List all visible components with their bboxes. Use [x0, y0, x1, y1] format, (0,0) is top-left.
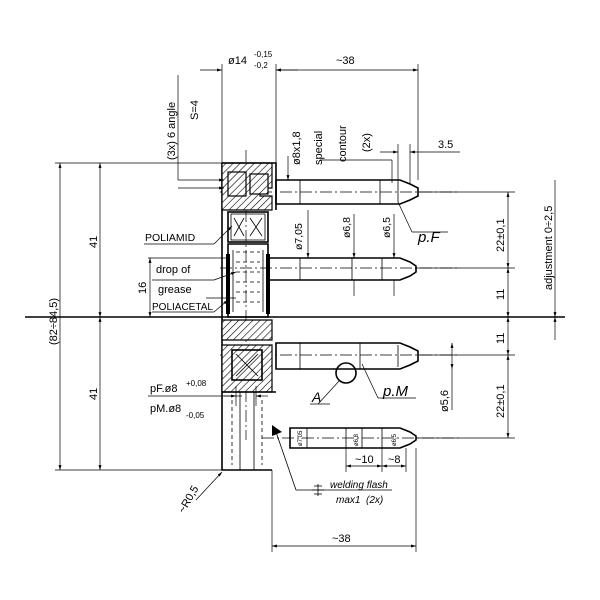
- hinge-body: [221, 162, 277, 471]
- total-height-label: (82÷84,5): [48, 298, 60, 345]
- s4-label: S=4: [189, 100, 201, 120]
- d11-top-label: 11: [495, 289, 507, 300]
- len38-top-label: ~38: [336, 55, 355, 67]
- drawing-labels: ø14 -0,15 -0,2 ~38 (3x) 6 angle S=4 ø8x1…: [48, 50, 555, 545]
- r05-label: ~R0,5: [176, 484, 201, 516]
- special-label: special: [313, 131, 325, 165]
- len10-label: ~10: [355, 454, 374, 466]
- pin-bottom: [289, 427, 417, 449]
- poliacetal-label: POLIACETAL: [152, 302, 213, 313]
- small-705-label: ø7,05: [298, 430, 304, 446]
- max1-count-label: (2x): [366, 495, 383, 506]
- contour-count-label: (2x): [361, 133, 373, 152]
- dia705-label: ø7,05: [293, 223, 305, 250]
- pM-label: p.M: [382, 383, 409, 400]
- dia8x18-label: ø8x1,8: [291, 131, 303, 165]
- pF-label: p.F: [417, 229, 441, 246]
- dia56-label: ø5,6: [439, 390, 451, 412]
- d11-bottom-label: 11: [495, 333, 507, 344]
- dia14-label: ø14: [228, 55, 247, 67]
- dimension-lines: [55, 64, 557, 552]
- dia65-label: ø6,5: [381, 217, 393, 238]
- len38-bottom-label: ~38: [332, 533, 351, 545]
- pF8-tol-label: +0,08: [186, 379, 207, 388]
- max1-label: max1: [336, 495, 360, 506]
- welding-flash-label: welding flash: [330, 480, 388, 491]
- len8-label: ~8: [388, 454, 401, 466]
- detail-A-circle: [335, 362, 357, 384]
- pin-middle: [267, 257, 417, 281]
- pM8-tol-label: -0,05: [186, 411, 205, 420]
- pF8-label: pF.ø8: [150, 383, 178, 395]
- small-65-label: ø6,5: [392, 433, 398, 446]
- d35-label: 3.5: [438, 139, 453, 151]
- grease-label: grease: [158, 284, 192, 296]
- dia68-label: ø6,8: [341, 217, 353, 238]
- d22-top-label: 22±0,1: [495, 218, 507, 252]
- welding-flash-symbol: [272, 425, 392, 496]
- drop-of-label: drop of: [156, 264, 191, 276]
- small-68-label: ø6,8: [354, 433, 360, 446]
- pin-pF: [275, 179, 419, 205]
- d41-bottom-label: 41: [88, 388, 100, 400]
- pin-pM: [275, 342, 419, 384]
- contour-label: contour: [337, 125, 349, 162]
- d16-label: 16: [137, 282, 149, 294]
- dia14-tol-upper: -0,15: [254, 50, 273, 59]
- angle-count-label: (3x) 6 angle: [166, 102, 178, 160]
- detail-A-label: A: [311, 389, 321, 405]
- d41-top-label: 41: [88, 236, 100, 248]
- pM8-label: pM.ø8: [150, 403, 181, 415]
- adjustment-label: adjustment 0÷2,5: [543, 206, 555, 290]
- dia14-tol-lower: -0,2: [254, 61, 268, 70]
- polyamid-label: POLIAMID: [145, 232, 196, 244]
- d22-bottom-label: 22±0,1: [495, 384, 507, 418]
